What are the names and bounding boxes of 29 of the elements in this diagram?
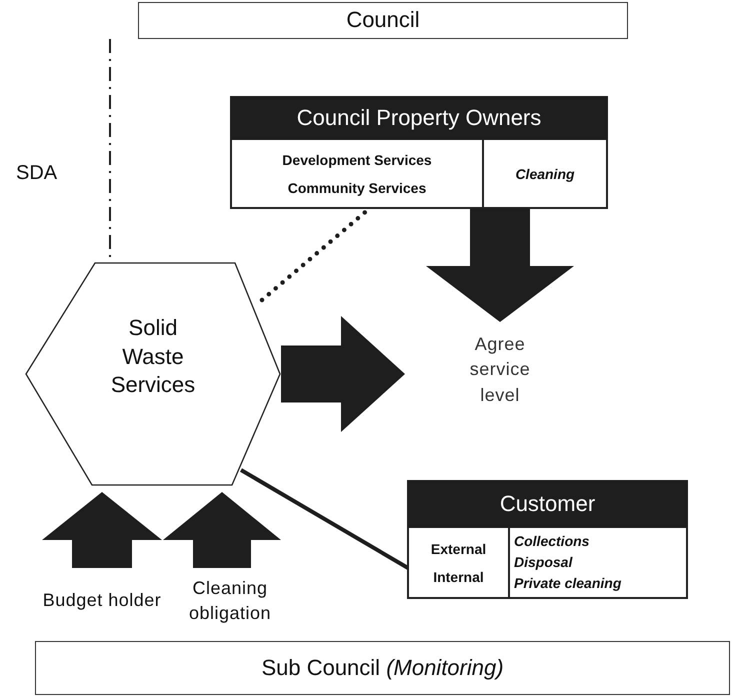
- cell-text: Private cleaning: [514, 574, 622, 593]
- cell-text: Cleaning: [515, 164, 575, 184]
- table-cell: [509, 527, 687, 598]
- block-arrow: [426, 209, 574, 322]
- node-label: Budget holder: [42, 589, 162, 612]
- block-arrow: [42, 492, 162, 568]
- node-label: Sub Council (Monitoring): [261, 654, 504, 682]
- node-label: Solid Waste Services: [110, 314, 196, 400]
- group-box: [407, 480, 688, 599]
- cell-text: External: [430, 540, 486, 558]
- table-cell: [483, 139, 607, 208]
- node-label: Council: [346, 6, 420, 34]
- cell-text: Disposal: [514, 553, 572, 572]
- block-arrow: [281, 316, 405, 432]
- cell-text: Internal: [433, 568, 484, 586]
- cell-text: Development Services: [282, 150, 432, 170]
- cell-text: Community Services: [288, 178, 426, 198]
- connector: [240, 468, 410, 570]
- table-cell: [231, 139, 483, 208]
- header-title: Council Property Owners: [296, 105, 542, 131]
- header-title: Customer: [500, 491, 596, 517]
- entity-box: [138, 2, 628, 39]
- table-cell: [408, 527, 509, 598]
- group-box: [230, 96, 608, 209]
- block-arrow: [163, 492, 281, 568]
- cell-text: Collections: [514, 532, 590, 551]
- node-label: Cleaning obligation: [188, 576, 272, 625]
- entity-box: [35, 641, 730, 695]
- node-label: Agree service level: [468, 333, 532, 407]
